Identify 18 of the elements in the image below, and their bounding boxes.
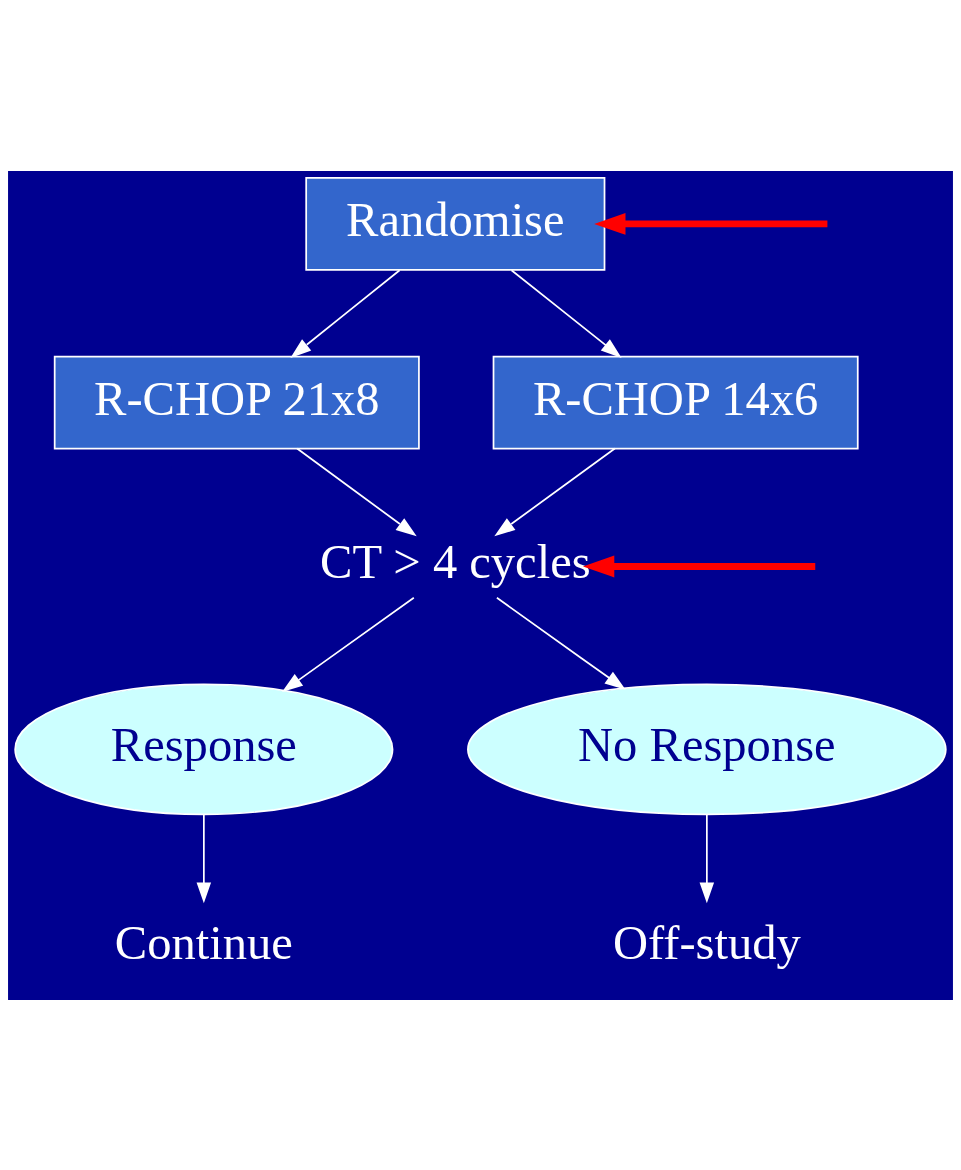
arrow	[510, 268, 622, 358]
arrow	[496, 596, 626, 690]
node-box: R-CHOP 14x6	[492, 355, 859, 449]
node-text: Off-study	[612, 915, 801, 970]
node-box: R-CHOP 21x8	[53, 355, 420, 449]
node-ellipse: Response	[14, 683, 394, 815]
node-text: CT > 4 cycles	[320, 534, 591, 589]
arrow	[494, 447, 616, 536]
arrow	[290, 268, 401, 358]
arrow	[699, 813, 715, 903]
arrow	[594, 212, 828, 235]
arrow	[582, 555, 816, 577]
node-box: Randomise	[305, 176, 606, 271]
arrow	[296, 447, 417, 536]
node-ellipse: No Response	[467, 683, 947, 815]
arrow	[196, 813, 212, 903]
arrow	[281, 596, 415, 692]
node-text: Continue	[114, 915, 293, 970]
